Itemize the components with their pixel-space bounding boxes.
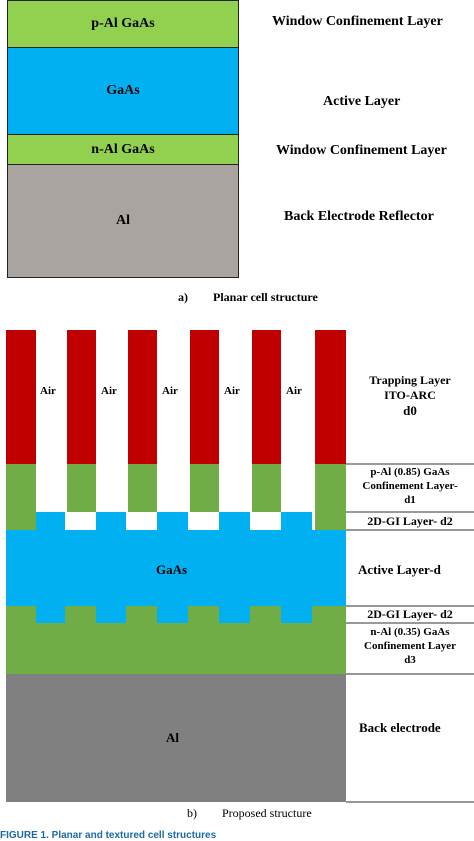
proposed-n-confinement-layer bbox=[6, 606, 346, 674]
proposed-active-layer bbox=[6, 512, 346, 623]
n-confinement-label: n-Al (0.35) GaAs Confinement Layer d3 bbox=[350, 625, 470, 667]
n-confinement-line2: Confinement Layer bbox=[364, 640, 456, 652]
proposed-al-label: Al bbox=[166, 730, 179, 745]
air-label-3: Air bbox=[162, 385, 178, 397]
planar-layer-p-algaas: p-Al GaAs bbox=[7, 0, 239, 48]
p-confinement-label: p-Al (0.85) GaAs Confinement Layer- d1 bbox=[350, 465, 470, 507]
active-layer-label: Active Layer-d bbox=[358, 562, 441, 577]
trapping-layer-thickness: d0 bbox=[403, 403, 417, 418]
p-confinement-line2: Confinement Layer- bbox=[362, 480, 458, 492]
planar-caption: Planar cell structure bbox=[213, 290, 318, 304]
proposed-al-layer bbox=[6, 674, 346, 802]
planar-layer-n-algaas: n-Al GaAs bbox=[7, 134, 239, 165]
proposed-gaas-label: GaAs bbox=[156, 562, 188, 577]
planar-layer-n-algaas-label: n-Al GaAs bbox=[91, 141, 155, 157]
back-electrode-label: Back electrode bbox=[359, 720, 441, 735]
p-confinement-thickness: d1 bbox=[404, 494, 416, 506]
p-confinement-line1: p-Al (0.85) GaAs bbox=[370, 466, 450, 478]
proposed-caption-letter: b) bbox=[187, 806, 197, 820]
planar-caption-letter: a) bbox=[178, 290, 188, 304]
pillar-4 bbox=[190, 330, 219, 512]
planar-layer-al: Al bbox=[7, 164, 239, 278]
air-label-2: Air bbox=[101, 385, 117, 397]
trapping-layer-label: Trapping Layer ITO-ARC d0 bbox=[352, 373, 468, 418]
planar-layer-al-label: Al bbox=[116, 213, 130, 228]
gi-top-label: 2D-GI Layer- d2 bbox=[367, 514, 453, 528]
planar-layer-gaas-label: GaAs bbox=[106, 83, 140, 98]
air-label-5: Air bbox=[286, 385, 302, 397]
planar-role-window-top: Window Confinement Layer bbox=[272, 14, 443, 29]
planar-layer-p-algaas-label: p-Al GaAs bbox=[91, 16, 155, 31]
trapping-layer-line1: Trapping Layer bbox=[369, 373, 451, 387]
n-confinement-line1: n-Al (0.35) GaAs bbox=[370, 626, 450, 638]
proposed-caption: Proposed structure bbox=[222, 806, 312, 820]
pillar-3 bbox=[128, 330, 157, 512]
layer-boundary-lines bbox=[346, 463, 474, 803]
trapping-layer-line2: ITO-ARC bbox=[384, 388, 436, 402]
pillar-1 bbox=[6, 330, 36, 530]
air-label-4: Air bbox=[224, 385, 240, 397]
pillar-2 bbox=[67, 330, 96, 512]
planar-layer-gaas: GaAs bbox=[7, 47, 239, 135]
figure-footer-caption: FIGURE 1. Planar and textured cell struc… bbox=[0, 830, 217, 841]
pillar-5 bbox=[252, 330, 281, 512]
planar-role-back-electrode: Back Electrode Reflector bbox=[284, 209, 434, 224]
planar-role-window-bottom: Window Confinement Layer bbox=[276, 143, 447, 158]
air-label-1: Air bbox=[40, 385, 56, 397]
gi-bottom-label: 2D-GI Layer- d2 bbox=[367, 607, 453, 621]
n-confinement-thickness: d3 bbox=[404, 654, 416, 666]
pillar-6 bbox=[315, 330, 346, 530]
planar-role-active: Active Layer bbox=[323, 94, 401, 109]
